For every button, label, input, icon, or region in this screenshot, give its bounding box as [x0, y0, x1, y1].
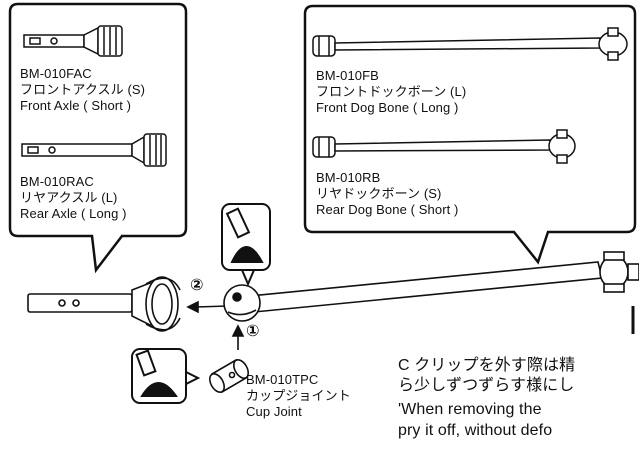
- step-2-number: ②: [190, 277, 204, 294]
- cup-joint-drawing: [208, 358, 250, 394]
- front-dog-bone-drawing: [312, 27, 628, 61]
- rear-dog-bone-en-name: Rear Dog Bone ( Short ): [316, 202, 459, 217]
- cup-joint-code: BM-010TPC: [246, 372, 319, 387]
- main-axle-assembly: [27, 276, 181, 332]
- note-jp-line2: ら少しずつずらす様にし: [398, 377, 575, 394]
- step2-arrow: [186, 300, 229, 314]
- right-callout-box: [303, 4, 637, 265]
- rear-axle-drawing: [21, 133, 167, 167]
- front-dog-bone-code: BM-010FB: [316, 68, 379, 83]
- grease-callout-lower: [131, 348, 201, 404]
- grease-callout-upper: [221, 203, 271, 287]
- cup-joint-jp-name: カップジョイント: [246, 388, 351, 403]
- step1-arrow: [231, 324, 245, 350]
- front-axle-code: BM-010FAC: [20, 66, 92, 81]
- left-callout-box: [8, 2, 188, 274]
- front-dog-bone-jp-name: フロントドックボーン (L): [316, 84, 467, 99]
- cup-joint-en-name: Cup Joint: [246, 404, 302, 419]
- rear-dog-bone-drawing: [312, 129, 576, 164]
- rear-axle-code: BM-010RAC: [20, 174, 94, 189]
- note-jp-line1: C クリップを外す際は精: [398, 357, 576, 374]
- main-dog-bone: [223, 251, 639, 322]
- note-en-line2: pry it off, without defo: [398, 422, 553, 439]
- rear-axle-en-name: Rear Axle ( Long ): [20, 206, 127, 221]
- front-dog-bone-en-name: Front Dog Bone ( Long ): [316, 100, 459, 115]
- front-axle-jp-name: フロントアクスル (S): [20, 82, 146, 97]
- front-axle-drawing: [23, 25, 123, 57]
- rear-dog-bone-code: BM-010RB: [316, 170, 381, 185]
- note-en-line1: 'When removing the: [398, 401, 542, 418]
- front-axle-en-name: Front Axle ( Short ): [20, 98, 132, 113]
- rear-dog-bone-jp-name: リヤドックボーン (S): [316, 186, 442, 201]
- step-1-number: ①: [246, 323, 260, 340]
- rear-axle-jp-name: リヤアクスル (L): [20, 190, 118, 205]
